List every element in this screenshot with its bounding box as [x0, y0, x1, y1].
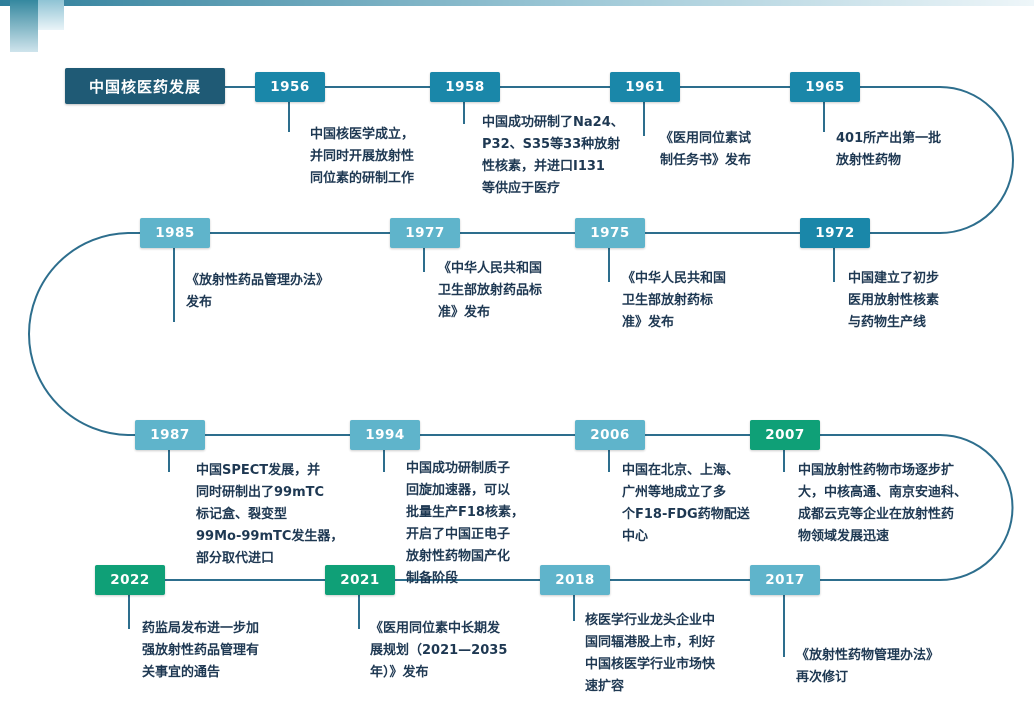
connector-stem-1958	[463, 102, 465, 124]
connector-stem-2017	[783, 595, 785, 657]
desc-1958: 中国成功研制了Na24、 P32、S35等33种放射 性核素，并进口I131 等…	[482, 115, 624, 196]
year-label: 1985	[155, 225, 195, 241]
desc-2022: 药监局发布进一步加 强放射性药品管理有 关事宜的通告	[142, 621, 260, 680]
top-gradient-bar	[0, 0, 1034, 6]
year-badge-1965: 1965	[790, 72, 860, 102]
desc-2007: 中国放射性药物市场逐步扩 大，中核高通、南京安迪科、 成都云克等企业在放射性药 …	[798, 463, 968, 544]
connector-stem-1961	[643, 102, 645, 136]
year-badge-1972: 1972	[800, 218, 870, 248]
year-badge-2006: 2006	[575, 420, 645, 450]
desc-1977: 《中华人民共和国 卫生部放射药品标 准》发布	[438, 261, 543, 320]
year-label: 2007	[765, 427, 805, 443]
connector-stem-1956	[288, 102, 290, 132]
connector-stem-2018	[573, 595, 575, 621]
year-label: 1975	[590, 225, 630, 241]
year-label: 2006	[590, 427, 630, 443]
year-badge-2017: 2017	[750, 565, 820, 595]
year-badge-2021: 2021	[325, 565, 395, 595]
year-label: 2017	[765, 572, 805, 588]
desc-2006: 中国在北京、上海、 广州等地成立了多 个F18-FDG药物配送 中心	[622, 463, 750, 544]
year-badge-1961: 1961	[610, 72, 680, 102]
year-badge-1956: 1956	[255, 72, 325, 102]
year-label: 1994	[365, 427, 405, 443]
timeline-title: 中国核医药发展	[65, 68, 225, 104]
connector-stem-1965	[823, 102, 825, 132]
year-label: 1956	[270, 79, 310, 95]
desc-1961: 《医用同位素试 制任务书》发布	[660, 131, 752, 168]
year-label: 2021	[340, 572, 380, 588]
connector-stem-1975	[608, 248, 610, 282]
year-label: 1961	[625, 79, 665, 95]
corner-accent-secondary	[38, 0, 64, 30]
desc-1987: 中国SPECT发展，并 同时研制出了99mTC 标记盒、裂变型 99Mo-99m…	[196, 463, 344, 566]
year-badge-1975: 1975	[575, 218, 645, 248]
year-label: 1987	[150, 427, 190, 443]
year-badge-2007: 2007	[750, 420, 820, 450]
year-badge-2022: 2022	[95, 565, 165, 595]
connector-stem-2007	[783, 450, 785, 472]
desc-1965: 401所产出第一批 放射性药物	[836, 131, 942, 168]
year-badge-1958: 1958	[430, 72, 500, 102]
year-badge-1977: 1977	[390, 218, 460, 248]
year-label: 1958	[445, 79, 485, 95]
desc-2021: 《医用同位素中长期发 展规划（2021—2035 年）》发布	[370, 621, 508, 680]
connector-stem-2022	[128, 595, 130, 629]
desc-1956: 中国核医学成立， 并同时开展放射性 同位素的研制工作	[310, 127, 415, 186]
connector-stem-2021	[358, 595, 360, 629]
year-label: 2018	[555, 572, 595, 588]
year-label: 1972	[815, 225, 855, 241]
timeline-title-label: 中国核医药发展	[88, 77, 201, 96]
year-label: 1977	[405, 225, 445, 241]
desc-2017: 《放射性药物管理办法》 再次修订	[796, 648, 940, 685]
corner-accent-primary	[10, 0, 38, 52]
desc-1994: 中国成功研制质子 回旋加速器，可以 批量生产F18核素， 开启了中国正电子 放射…	[406, 461, 524, 586]
year-label: 1965	[805, 79, 845, 95]
year-badge-1985: 1985	[140, 218, 210, 248]
year-badge-2018: 2018	[540, 565, 610, 595]
connector-stem-1985	[173, 248, 175, 322]
connector-stem-1987	[168, 450, 170, 472]
connector-stem-1972	[833, 248, 835, 282]
desc-1975: 《中华人民共和国 卫生部放射药标 准》发布	[622, 271, 727, 330]
connector-stem-1994	[383, 450, 385, 472]
year-badge-1987: 1987	[135, 420, 205, 450]
connector-stem-2006	[608, 450, 610, 472]
year-label: 2022	[110, 572, 150, 588]
year-badge-1994: 1994	[350, 420, 420, 450]
desc-1972: 中国建立了初步 医用放射性核素 与药物生产线	[848, 271, 940, 330]
connector-stem-1977	[423, 248, 425, 272]
desc-1985: 《放射性药品管理办法》 发布	[186, 273, 330, 310]
desc-2018: 核医学行业龙头企业中 国同辐港股上市，利好 中国核医学行业市场快 速扩容	[585, 613, 716, 694]
